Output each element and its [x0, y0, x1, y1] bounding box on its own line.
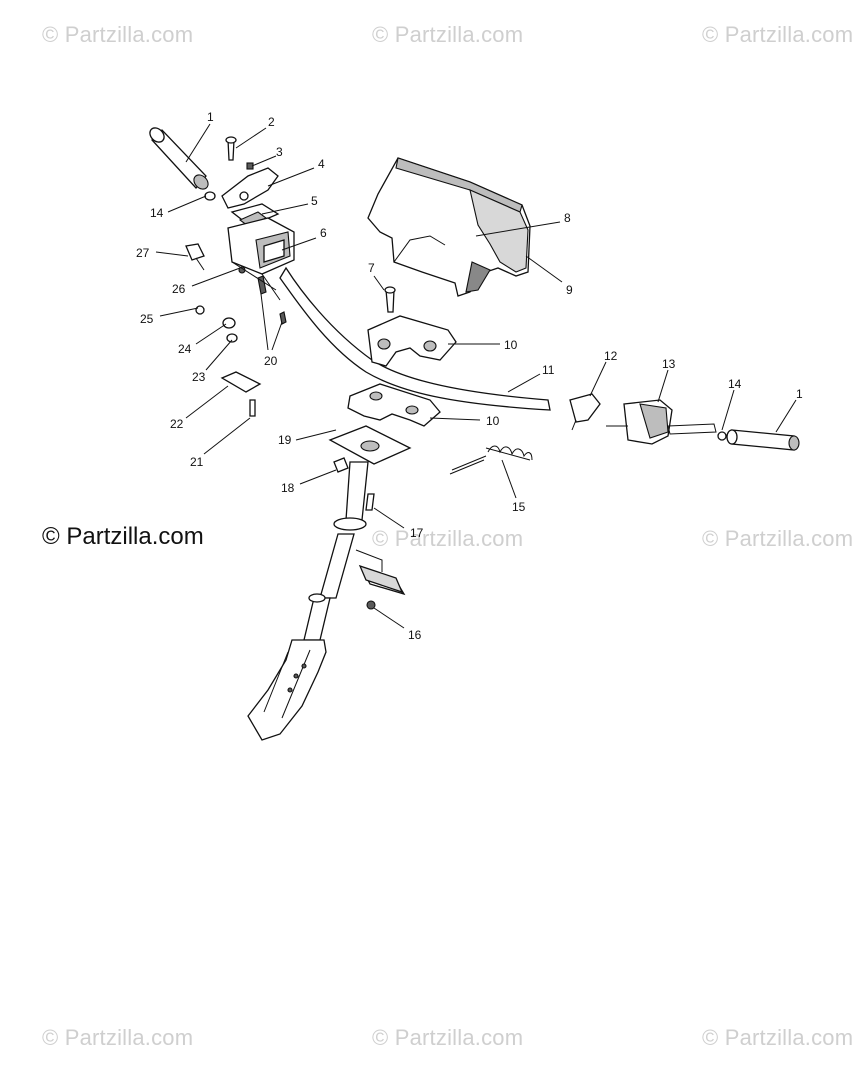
- callout-25: 25: [140, 312, 154, 326]
- coil-wire: [449, 445, 533, 475]
- watermark-top-left: © Partzilla.com: [42, 22, 194, 47]
- watermark-bottom-left: © Partzilla.com: [42, 1025, 194, 1050]
- callout-7: 7: [368, 261, 375, 275]
- callout-1-left: 1: [207, 110, 214, 124]
- callout-14-left: 14: [150, 206, 164, 220]
- watermark-top-center: © Partzilla.com: [372, 22, 524, 47]
- callout-5: 5: [311, 194, 318, 208]
- callout-2: 2: [268, 115, 275, 129]
- callout-8: 8: [564, 211, 571, 225]
- callout-11: 11: [542, 363, 555, 377]
- callout-12: 12: [604, 349, 618, 363]
- callout-4: 4: [318, 157, 325, 171]
- callout-16: 16: [408, 628, 422, 642]
- leader-lines: [155, 123, 797, 629]
- right-grip: [717, 429, 800, 451]
- handlebar: [279, 266, 551, 411]
- callout-27: 27: [136, 246, 150, 260]
- callout-9: 9: [566, 283, 573, 297]
- right-control-cluster: [569, 393, 717, 445]
- post-hardware: [355, 493, 406, 610]
- callout-labels: 1 2 3 4 5 6 7 8 9 10 10 11 12 13 14 14 1…: [136, 110, 803, 642]
- watermark-main: © Partzilla.com: [42, 523, 204, 550]
- callout-14-right: 14: [728, 377, 742, 391]
- callout-26: 26: [172, 282, 186, 296]
- callout-3: 3: [276, 145, 283, 159]
- callout-10-lower: 10: [486, 414, 500, 428]
- watermark-middle-right: © Partzilla.com: [702, 526, 854, 551]
- left-control-cluster: [185, 136, 295, 417]
- left-grip: [149, 127, 209, 190]
- lower-clamp: [347, 383, 441, 427]
- watermark-middle-center: © Partzilla.com: [372, 526, 524, 551]
- callout-10-upper: 10: [504, 338, 518, 352]
- callout-17: 17: [410, 526, 424, 540]
- callout-19: 19: [278, 433, 292, 447]
- callout-23: 23: [192, 370, 206, 384]
- watermark-top-right: © Partzilla.com: [702, 22, 854, 47]
- callout-6: 6: [320, 226, 327, 240]
- callout-20: 20: [264, 354, 278, 368]
- steering-post-plate: [328, 425, 412, 473]
- callout-15: 15: [512, 500, 526, 514]
- watermark-bottom-center: © Partzilla.com: [372, 1025, 524, 1050]
- callout-1-right: 1: [796, 387, 803, 401]
- headlight-pod: [367, 157, 531, 297]
- upper-clamp: [367, 286, 457, 367]
- callout-18: 18: [281, 481, 295, 495]
- callout-13: 13: [662, 357, 676, 371]
- steering-post: [247, 461, 369, 741]
- callout-24: 24: [178, 342, 192, 356]
- callout-21: 21: [190, 455, 204, 469]
- watermark-bottom-right: © Partzilla.com: [702, 1025, 854, 1050]
- callout-22: 22: [170, 417, 184, 431]
